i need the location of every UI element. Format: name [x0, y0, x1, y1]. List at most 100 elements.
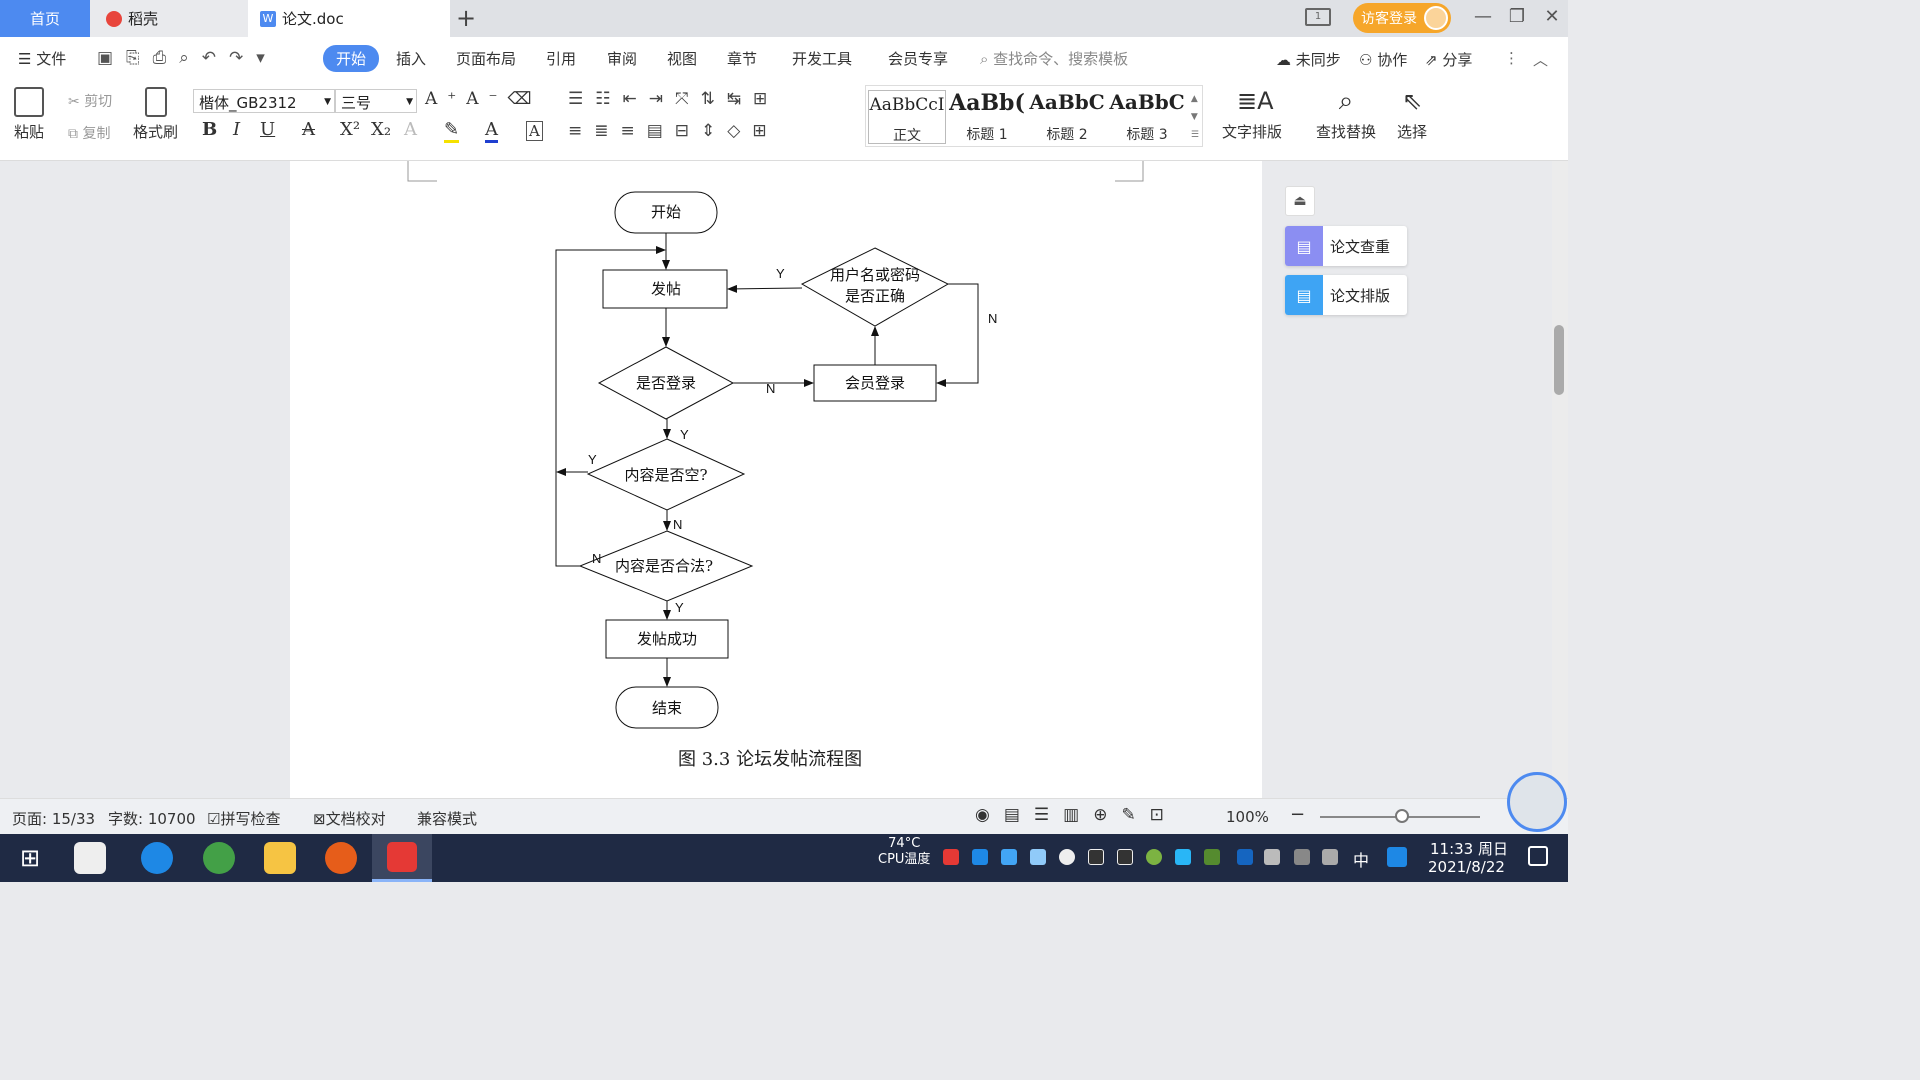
assistant-avatar[interactable] [1507, 772, 1567, 832]
menu-insert[interactable]: 插入 [396, 50, 427, 68]
wps-taskbar-button[interactable] [372, 834, 432, 882]
edge-label-y: Y [588, 452, 597, 467]
command-search[interactable]: ⌕ 查找命令、搜索模板 [980, 48, 1128, 69]
restore-icon[interactable]: ❐ [1508, 6, 1526, 27]
tray-app-icon[interactable] [1146, 849, 1162, 865]
paste-button[interactable]: 粘贴 [14, 87, 44, 142]
collapse-ribbon-icon[interactable]: ︿ [1533, 51, 1549, 69]
strikethrough-button[interactable]: A [302, 119, 315, 140]
menu-dev-tools[interactable]: 开发工具 [792, 50, 853, 68]
qq-icon[interactable] [1117, 849, 1133, 865]
menu-chapter[interactable]: 章节 [727, 50, 758, 68]
notification-icon[interactable] [1528, 846, 1548, 866]
file-explorer-icon[interactable] [264, 842, 296, 874]
file-menu[interactable]: ☰ 文件 [18, 48, 66, 69]
close-icon[interactable]: ✕ [1544, 6, 1560, 27]
font-size-adjust-icons[interactable]: A⁺A⁻⌫ [425, 89, 542, 109]
menu-member[interactable]: 会员专享 [888, 50, 949, 68]
panel-collapse-button[interactable]: ⏏ [1285, 186, 1315, 216]
battery-icon[interactable] [1264, 849, 1280, 865]
subscript-button[interactable]: X₂ [371, 119, 392, 140]
list-indent-icons[interactable]: ☰☷⇤⇥⤧⇅↹⊞ [568, 89, 780, 109]
scrollbar-thumb[interactable] [1554, 325, 1564, 395]
qq-icon[interactable] [1088, 849, 1104, 865]
new-tab-button[interactable]: + [455, 4, 477, 32]
sync-label: 未同步 [1295, 51, 1341, 69]
vertical-scrollbar[interactable] [1552, 161, 1568, 798]
tray-app-icon[interactable] [943, 849, 959, 865]
plagiarism-check-button[interactable]: ▤论文查重 [1285, 226, 1407, 266]
char-border-icon[interactable]: A [526, 121, 543, 141]
browser-icon[interactable] [203, 842, 235, 874]
minimize-icon[interactable]: — [1474, 6, 1492, 27]
tray-app-icon[interactable] [1001, 849, 1017, 865]
format-painter-button[interactable]: 格式刷 [133, 87, 178, 142]
menu-view[interactable]: 视图 [667, 50, 698, 68]
volume-icon[interactable] [1322, 849, 1338, 865]
font-color-icon[interactable]: A [485, 119, 498, 143]
menu-start[interactable]: 开始 [323, 45, 380, 72]
game-app-icon[interactable] [325, 842, 357, 874]
visitor-login-button[interactable]: 访客登录 [1353, 3, 1451, 33]
font-name-select[interactable]: 楷体_GB2312▼ [193, 89, 335, 113]
ime-indicator[interactable]: 中 [1353, 851, 1370, 870]
style-heading-1-name: 标题 1 [966, 127, 1008, 143]
search-app-icon[interactable] [1387, 847, 1407, 867]
windows-start-icon[interactable]: ⊞ [19, 844, 41, 872]
font-size-select[interactable]: 三号▼ [335, 89, 417, 113]
doc-proof-button[interactable]: ⊠文档校对 [313, 808, 386, 829]
app-launcher-icon[interactable] [74, 842, 106, 874]
tray-app-icon[interactable] [1175, 849, 1191, 865]
sync-button[interactable]: ☁ 未同步 [1276, 49, 1341, 70]
superscript-button[interactable]: X² [340, 119, 361, 140]
share-button[interactable]: ⇗ 分享 [1425, 49, 1472, 70]
zoom-level[interactable]: 100% [1226, 808, 1269, 826]
quick-access-icons[interactable]: ▣⎘⎙⌕↶↷▾ [97, 48, 278, 68]
document-page[interactable]: 开始 发帖 是否登录 用户名或密码 是否正确 会员登录 内容是否空? 内容是否合… [290, 161, 1262, 798]
find-replace-button[interactable]: ⌕查找替换 [1316, 87, 1376, 142]
spell-check-button[interactable]: ☑拼写检查 [207, 808, 280, 829]
tab-document[interactable]: W 论文.doc [248, 0, 450, 37]
bluetooth-icon[interactable] [1237, 849, 1253, 865]
copy-button[interactable]: ⧉ 复制 [68, 123, 110, 143]
menu-review[interactable]: 审阅 [607, 50, 638, 68]
ie-browser-icon[interactable] [141, 842, 173, 874]
clock-time[interactable]: 11:33 周日 [1430, 840, 1508, 858]
menu-references[interactable]: 引用 [546, 50, 577, 68]
gallery-scroll-icon[interactable]: ▲▼☰ [1190, 94, 1199, 140]
collab-button[interactable]: ⚇ 协作 [1359, 49, 1407, 70]
zoom-out-icon[interactable]: − [1290, 804, 1306, 825]
select-button[interactable]: ⇖选择 [1397, 87, 1427, 142]
bold-button[interactable]: B [202, 119, 218, 140]
paper-layout-button[interactable]: ▤论文排版 [1285, 275, 1407, 315]
highlight-icon[interactable]: ✎ [444, 119, 460, 143]
tab-daoke[interactable]: 稻壳 [90, 0, 248, 37]
text-effect-button[interactable]: A [404, 119, 417, 140]
bell-icon[interactable] [1059, 849, 1075, 865]
shield-icon[interactable] [1030, 849, 1046, 865]
page-indicator[interactable]: 页面: 15/33 [12, 810, 96, 828]
wifi-icon[interactable] [1294, 849, 1310, 865]
cut-button[interactable]: ✂ 剪切 [68, 91, 112, 111]
view-mode-icons[interactable]: ◉▤☰▥⊕✎⊡ [975, 805, 1178, 825]
tray-app-icon[interactable] [972, 849, 988, 865]
more-icon[interactable]: ⋮ [1504, 49, 1519, 67]
nvidia-icon[interactable] [1204, 849, 1220, 865]
window-layout-icon[interactable]: 1 [1305, 8, 1331, 26]
menu-page-layout[interactable]: 页面布局 [456, 50, 517, 68]
underline-button[interactable]: U [260, 119, 276, 140]
align-icons[interactable]: ≡≣≡▤⊟⇕◇⊞ [568, 121, 779, 141]
tab-home[interactable]: 首页 [0, 0, 90, 37]
edge-credentials-post [727, 284, 803, 293]
style-heading-1[interactable]: AaBb(标题 1 [948, 90, 1026, 144]
select-label: 选择 [1397, 123, 1428, 141]
word-count[interactable]: 字数: 10700 [108, 810, 196, 828]
zoom-slider-handle[interactable] [1395, 809, 1409, 823]
italic-button[interactable]: I [233, 119, 241, 140]
clock-date[interactable]: 2021/8/22 [1428, 858, 1505, 876]
